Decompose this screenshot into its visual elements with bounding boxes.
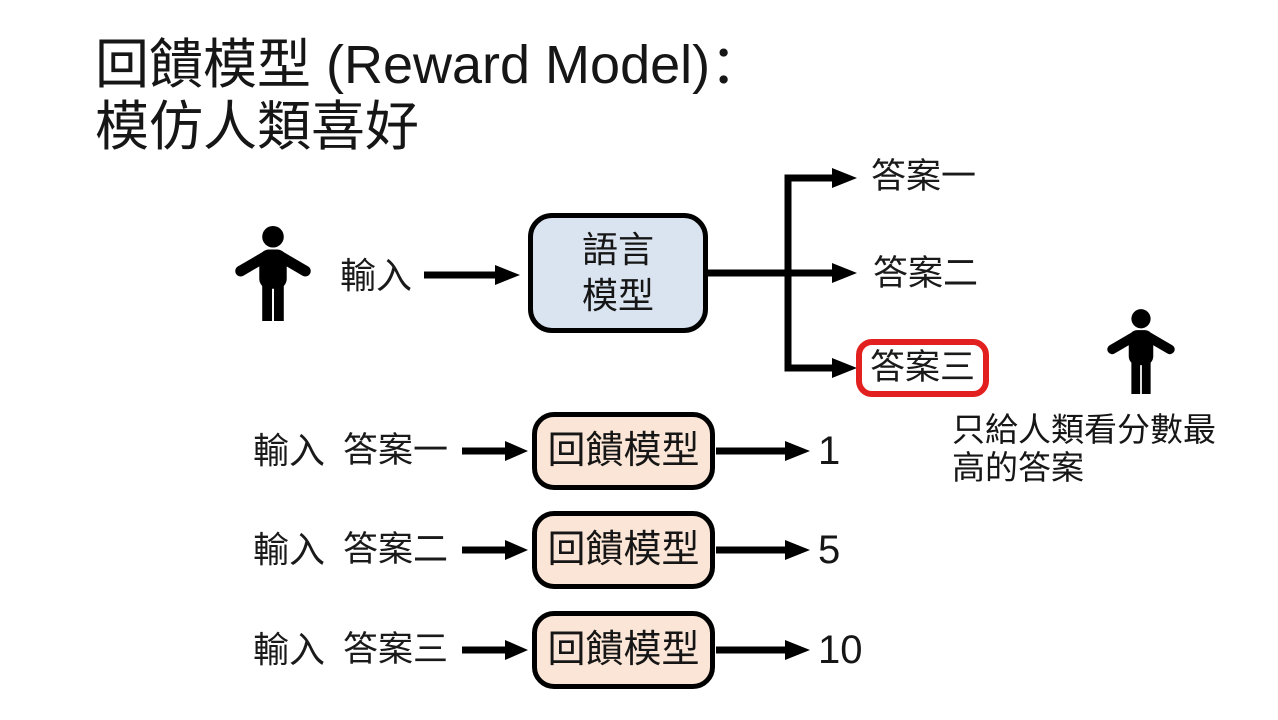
reward-model-box: 回饋模型 <box>532 611 715 689</box>
row-answer-label: 答案三 <box>343 630 449 669</box>
arrow-right-icon <box>462 540 528 560</box>
selection-note-line2: 高的答案 <box>952 449 1084 486</box>
row-input-label: 輸入 <box>253 529 326 570</box>
person-icon <box>235 225 311 322</box>
score-value: 1 <box>818 429 841 473</box>
input-arrow-icon <box>424 265 520 285</box>
reward-model-label: 回饋模型 <box>547 430 700 472</box>
selection-note-line1: 只給人類看分數最 <box>952 411 1216 448</box>
selection-note: 只給人類看分數最 高的答案 <box>952 411 1232 487</box>
score-value: 5 <box>818 528 841 572</box>
title-line-2: 模仿人類喜好 <box>95 97 419 157</box>
language-model-box: 語言 模型 <box>528 213 708 333</box>
answer-1-label: 答案一 <box>871 157 977 196</box>
branch-connector-icon <box>706 168 857 378</box>
slide-title: 回饋模型 (Reward Model)： 模仿人類喜好 <box>95 34 764 158</box>
row-input-label: 輸入 <box>253 629 326 670</box>
reward-model-box: 回饋模型 <box>532 412 715 490</box>
answer-2-label: 答案二 <box>873 254 979 293</box>
row-input-label: 輸入 <box>253 430 326 471</box>
reward-model-box: 回饋模型 <box>532 511 715 589</box>
row-answer-label: 答案二 <box>343 530 449 569</box>
row-answer-label: 答案一 <box>343 431 449 470</box>
reward-model-label: 回饋模型 <box>547 529 700 571</box>
language-model-label-line2: 模型 <box>581 275 654 316</box>
person-icon <box>1107 309 1175 394</box>
reward-model-label: 回饋模型 <box>547 629 700 671</box>
language-model-label-line1: 語言 <box>581 229 654 270</box>
arrow-right-icon <box>716 540 810 560</box>
arrow-right-icon <box>462 640 528 660</box>
arrow-right-icon <box>462 441 528 461</box>
answer-3-label: 答案三 <box>869 348 975 387</box>
title-line-1: 回饋模型 (Reward Model)： <box>95 35 765 95</box>
arrow-right-icon <box>716 441 810 461</box>
score-value: 10 <box>818 628 863 672</box>
answer-3-highlight-box: 答案三 <box>856 339 989 397</box>
arrow-right-icon <box>716 640 810 660</box>
input-label: 輸入 <box>340 255 413 296</box>
